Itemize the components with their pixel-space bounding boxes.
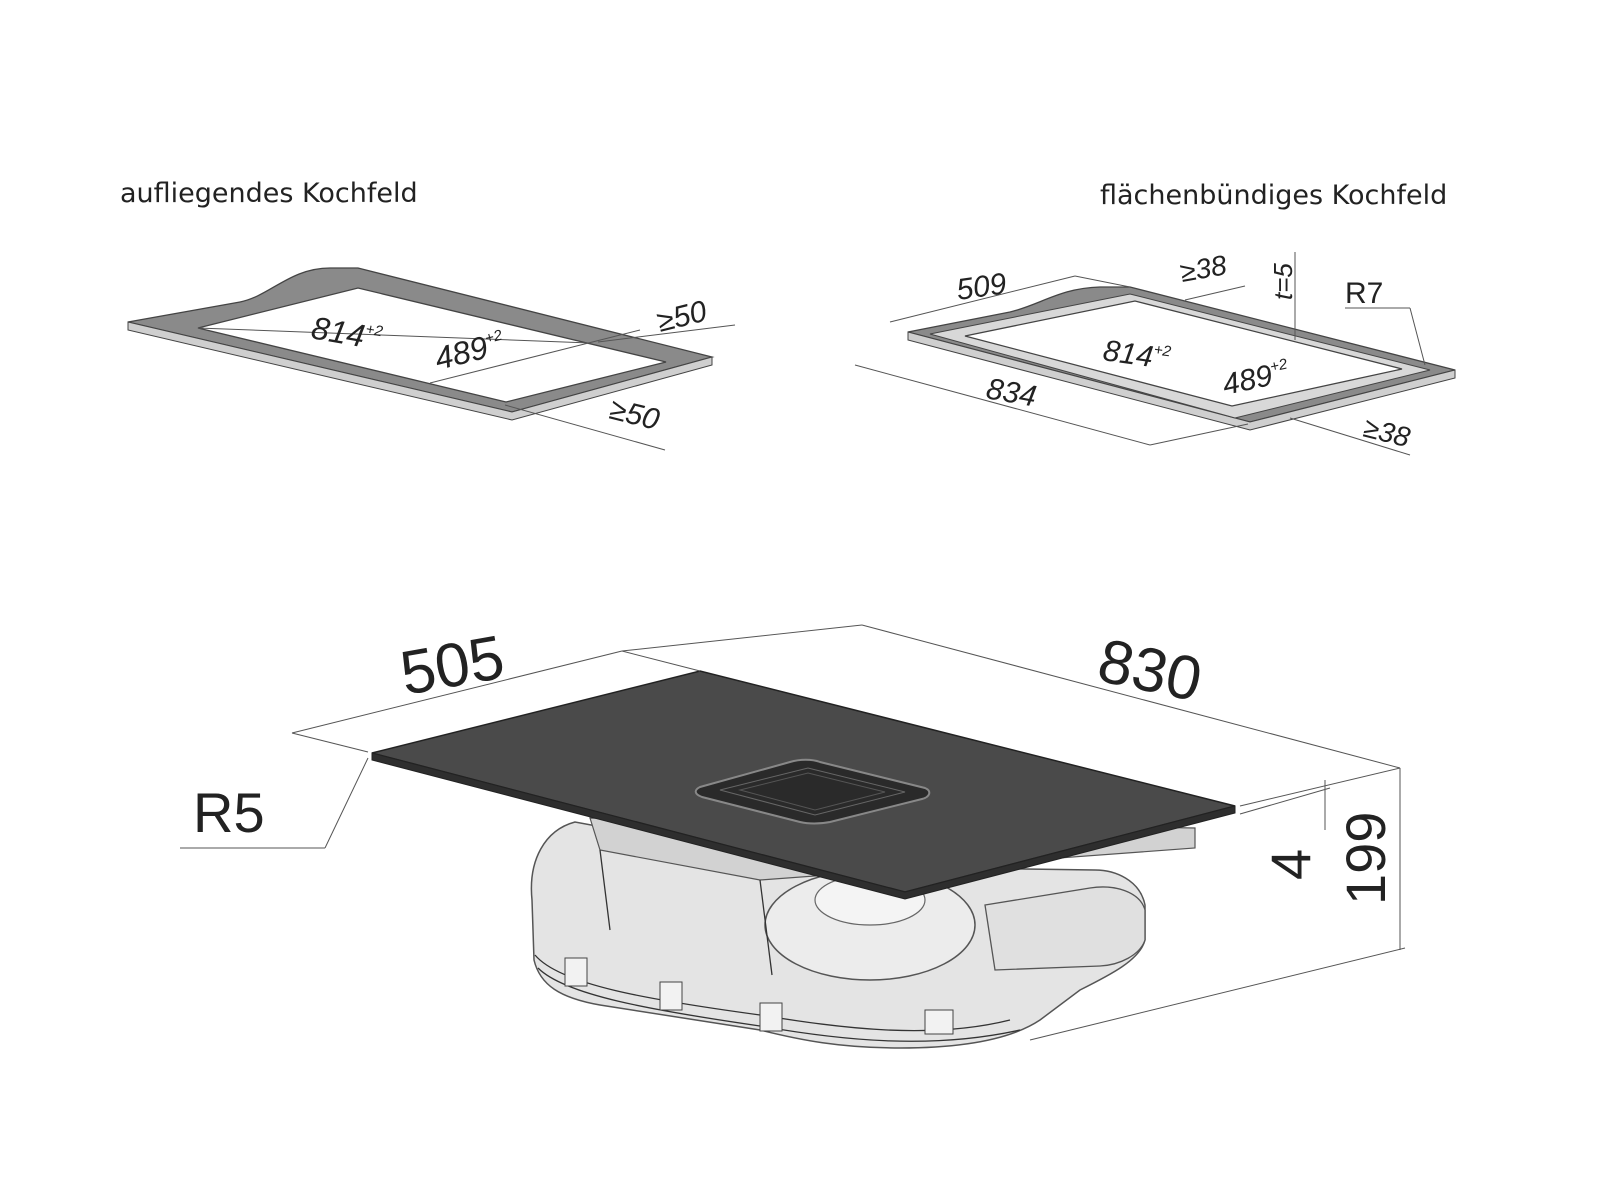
flush-thickness-label: t=5 <box>1268 263 1298 300</box>
product-glass-thickness-label: 4 <box>1259 849 1322 880</box>
housing-clip <box>924 1009 954 1035</box>
flush-rebate-width-label: 834 <box>984 372 1039 413</box>
surface-side-margin-label: ≥50 <box>654 295 711 339</box>
flush-rebate-depth-label: 509 <box>954 267 1008 307</box>
surface-cutout-hole <box>197 287 667 403</box>
product-dimensions <box>180 624 1406 1041</box>
housing-clip <box>564 957 588 987</box>
flush-corner-radius-label: R7 <box>1345 277 1383 310</box>
flush-cutout-drawing <box>854 252 1456 456</box>
flush-cutout-hole <box>964 300 1403 407</box>
product-width-label: 830 <box>1092 626 1208 715</box>
surface-countertop-edge <box>127 321 713 421</box>
flush-back-margin-label: ≥38 <box>1178 249 1230 288</box>
product-corner-radius-label: R5 <box>193 781 265 844</box>
flush-countertop-edge <box>907 331 1456 431</box>
surface-front-margin-label: ≥50 <box>606 393 663 437</box>
surface-cutout-drawing <box>127 267 736 451</box>
product-drawing <box>371 670 1236 1049</box>
product-depth-label: 505 <box>395 623 509 709</box>
surface-depth-label: 489+2 <box>431 325 509 377</box>
flush-front-margin-label: ≥38 <box>1361 412 1414 453</box>
product-height-label: 199 <box>1334 812 1397 905</box>
caption-flush-mounted: flächenbündiges Kochfeld <box>1100 180 1448 211</box>
housing-clip <box>659 981 683 1011</box>
flush-width-label: 814+2 <box>1101 334 1173 376</box>
glass-edge <box>371 752 1236 900</box>
outlet-duct <box>984 886 1146 971</box>
extraction-grille <box>694 758 931 825</box>
housing-clip <box>759 1002 783 1032</box>
caption-surface-mounted: aufliegendes Kochfeld <box>120 178 418 209</box>
